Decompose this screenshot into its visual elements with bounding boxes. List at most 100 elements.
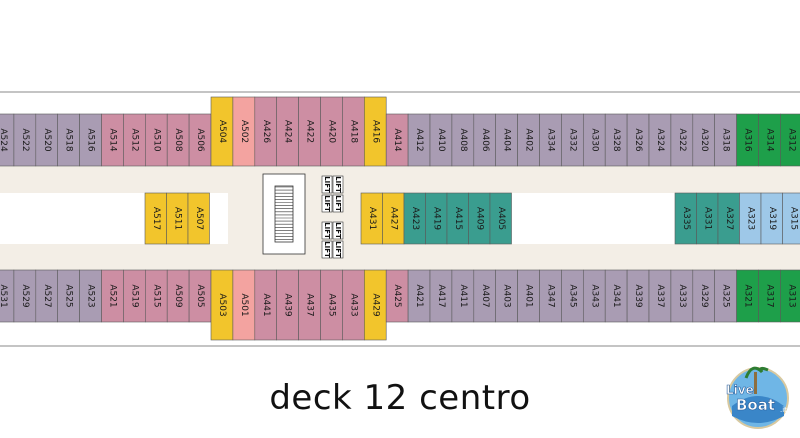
cabin-a317[interactable]: A317 (758, 269, 781, 323)
cabin-label: A531 (0, 284, 8, 307)
cabin-a319[interactable]: A319 (760, 192, 783, 245)
cabin-a509[interactable]: A509 (166, 269, 190, 323)
cabin-a437[interactable]: A437 (298, 269, 321, 341)
cabin-a327[interactable]: A327 (717, 192, 740, 245)
cabin-a529[interactable]: A529 (13, 269, 37, 323)
cabin-a343[interactable]: A343 (582, 269, 606, 323)
cabin-a503[interactable]: A503 (210, 269, 234, 341)
cabin-a335[interactable]: A335 (674, 192, 697, 245)
cabin-a330[interactable]: A330 (582, 113, 606, 167)
cabin-label: A523 (86, 284, 96, 307)
cabin-a521[interactable]: A521 (101, 269, 124, 323)
cabin-a506[interactable]: A506 (188, 113, 212, 167)
cabin-a425[interactable]: A425 (385, 269, 409, 323)
cabin-a514[interactable]: A514 (101, 113, 124, 167)
cabin-a435[interactable]: A435 (320, 269, 343, 341)
cabin-a433[interactable]: A433 (342, 269, 365, 341)
cabin-a322[interactable]: A322 (670, 113, 694, 167)
cabin-a410[interactable]: A410 (429, 113, 453, 167)
cabin-a345[interactable]: A345 (561, 269, 584, 323)
cabin-a329[interactable]: A329 (692, 269, 715, 323)
cabin-a323[interactable]: A323 (739, 192, 762, 245)
cabin-a316[interactable]: A316 (736, 113, 759, 167)
cabin-a505[interactable]: A505 (188, 269, 212, 323)
cabin-a441[interactable]: A441 (254, 269, 278, 341)
cabin-a328[interactable]: A328 (604, 113, 628, 167)
cabin-label: A518 (64, 128, 74, 152)
cabin-a406[interactable]: A406 (473, 113, 496, 167)
cabin-a517[interactable]: A517 (144, 192, 167, 245)
cabin-a324[interactable]: A324 (648, 113, 672, 167)
cabin-a416[interactable]: A416 (363, 96, 387, 167)
cabin-a313[interactable]: A313 (780, 269, 800, 323)
cabin-a427[interactable]: A427 (382, 192, 405, 245)
cabin-a414[interactable]: A414 (385, 113, 409, 167)
cabin-a507[interactable]: A507 (187, 192, 210, 245)
cabin-a332[interactable]: A332 (561, 113, 584, 167)
cabin-a516[interactable]: A516 (79, 113, 102, 167)
cabin-a508[interactable]: A508 (166, 113, 190, 167)
cabin-a527[interactable]: A527 (35, 269, 58, 323)
cabin-a411[interactable]: A411 (451, 269, 475, 323)
cabin-a512[interactable]: A512 (123, 113, 146, 167)
cabin-label: A320 (699, 128, 709, 152)
cabin-a439[interactable]: A439 (276, 269, 299, 341)
cabin-a525[interactable]: A525 (57, 269, 80, 323)
cabin-a337[interactable]: A337 (648, 269, 672, 323)
liveboat-logo: Live Boat .it (726, 366, 789, 429)
cabin-a347[interactable]: A347 (539, 269, 562, 323)
cabin-a334[interactable]: A334 (539, 113, 562, 167)
cabin-a402[interactable]: A402 (517, 113, 540, 167)
cabin-label: A515 (151, 284, 161, 307)
cabin-a314[interactable]: A314 (758, 113, 781, 167)
cabin-a519[interactable]: A519 (123, 269, 146, 323)
cabin-a504[interactable]: A504 (210, 96, 234, 167)
cabin-a318[interactable]: A318 (714, 113, 737, 167)
cabin-label: A401 (524, 284, 534, 307)
cabin-a420[interactable]: A420 (320, 96, 343, 167)
cabin-a531[interactable]: A531 (0, 269, 15, 323)
cabin-a524[interactable]: A524 (0, 113, 15, 167)
cabin-a326[interactable]: A326 (626, 113, 650, 167)
cabin-a341[interactable]: A341 (604, 269, 628, 323)
cabin-a510[interactable]: A510 (145, 113, 168, 167)
cabin-label: A333 (677, 284, 687, 307)
cabin-a405[interactable]: A405 (489, 192, 512, 245)
cabin-a423[interactable]: A423 (403, 192, 426, 245)
cabin-a312[interactable]: A312 (780, 113, 800, 167)
cabin-a422[interactable]: A422 (298, 96, 321, 167)
cabin-a401[interactable]: A401 (517, 269, 540, 323)
cabin-a431[interactable]: A431 (360, 192, 383, 245)
cabin-a409[interactable]: A409 (468, 192, 491, 245)
cabin-a523[interactable]: A523 (79, 269, 102, 323)
cabin-a522[interactable]: A522 (13, 113, 37, 167)
cabin-label: A517 (151, 207, 161, 230)
cabin-a419[interactable]: A419 (425, 192, 448, 245)
cabin-a331[interactable]: A331 (696, 192, 719, 245)
cabin-a520[interactable]: A520 (35, 113, 58, 167)
cabin-a404[interactable]: A404 (495, 113, 518, 167)
cabin-a429[interactable]: A429 (363, 269, 387, 341)
cabin-a421[interactable]: A421 (407, 269, 431, 323)
cabin-a518[interactable]: A518 (57, 113, 80, 167)
cabin-a408[interactable]: A408 (451, 113, 475, 167)
cabin-a339[interactable]: A339 (626, 269, 650, 323)
cabin-a320[interactable]: A320 (692, 113, 715, 167)
cabin-a415[interactable]: A415 (446, 192, 469, 245)
cabin-a417[interactable]: A417 (429, 269, 453, 323)
cabin-a403[interactable]: A403 (495, 269, 518, 323)
cabin-a407[interactable]: A407 (473, 269, 496, 323)
cabin-a412[interactable]: A412 (407, 113, 431, 167)
cabin-a424[interactable]: A424 (276, 96, 299, 167)
cabin-a426[interactable]: A426 (254, 96, 278, 167)
cabin-a501[interactable]: A501 (232, 269, 256, 341)
cabin-a321[interactable]: A321 (736, 269, 759, 323)
cabin-a325[interactable]: A325 (714, 269, 737, 323)
cabin-a502[interactable]: A502 (232, 96, 256, 167)
cabin-a418[interactable]: A418 (342, 96, 365, 167)
cabin-a511[interactable]: A511 (166, 192, 189, 245)
cabin-a315[interactable]: A315 (782, 192, 800, 245)
cabin-label: A510 (151, 128, 161, 152)
cabin-a333[interactable]: A333 (670, 269, 694, 323)
cabin-a515[interactable]: A515 (145, 269, 168, 323)
